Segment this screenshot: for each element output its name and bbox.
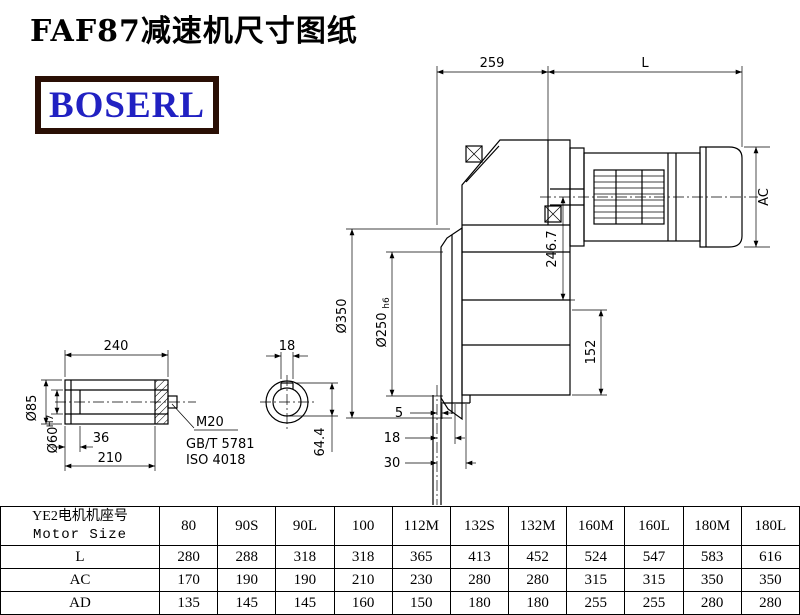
dim-label-30: 30 xyxy=(384,456,401,471)
dim-label-bore-60: Ø60 xyxy=(46,427,61,454)
table-cell: 547 xyxy=(624,545,684,569)
table-cell: 190 xyxy=(217,568,277,592)
dim-label-l: L xyxy=(641,56,649,71)
header-motor-size: YE2电机机座号 Motor Size xyxy=(0,506,160,546)
table-cell: 318 xyxy=(275,545,335,569)
dim-label-240: 240 xyxy=(104,339,129,354)
header-size: 180M xyxy=(682,506,742,546)
table-cell: 315 xyxy=(624,568,684,592)
shaft-end-view: 18 64.4 xyxy=(260,339,338,456)
table-cell: 318 xyxy=(333,545,393,569)
header-size: 132S xyxy=(449,506,510,546)
dim-label-64-4: 64.4 xyxy=(313,428,328,457)
table-row-l: L 280 288 318 318 365 413 452 524 547 58… xyxy=(0,545,800,569)
table-cell: 452 xyxy=(508,545,568,569)
table-cell: 280 xyxy=(158,545,219,569)
table-cell: 280 xyxy=(508,568,568,592)
page-title: FAF87减速机尺寸图纸 xyxy=(30,14,358,49)
row-label: AC xyxy=(0,568,160,592)
table-row-ac: AC 170 190 190 210 230 280 280 315 315 3… xyxy=(0,568,800,592)
table-cell: 616 xyxy=(740,545,800,569)
table-cell: 180 xyxy=(508,591,568,615)
header-size: 80 xyxy=(158,506,219,546)
row-label: AD xyxy=(0,591,160,615)
dim-label-246-7: 246.7 xyxy=(545,230,560,267)
header-size: 180L xyxy=(740,506,800,546)
shaft-detail-view: 240 36 210 Ø85 Ø60 H7 M20 GB/T 5781 xyxy=(25,339,255,471)
table-cell: 280 xyxy=(682,591,742,615)
table-cell: 255 xyxy=(624,591,684,615)
gearbox-side-view xyxy=(432,139,584,505)
dim-label-210: 210 xyxy=(98,451,123,466)
table-cell: 190 xyxy=(275,568,335,592)
dim-label-152: 152 xyxy=(584,340,599,365)
dim-label-bore-tol: H7 xyxy=(46,415,56,428)
table-cell: 350 xyxy=(682,568,742,592)
dim-label-spigot-tol: h6 xyxy=(382,297,392,309)
table-cell: 230 xyxy=(391,568,451,592)
table-cell: 280 xyxy=(449,568,510,592)
side-view-dimensions: 259 L AC Ø350 Ø250 h6 246.7 xyxy=(335,56,772,471)
standard-label-gb: GB/T 5781 xyxy=(186,437,255,452)
logo-text: BOSERL xyxy=(48,84,206,126)
dim-label-ac: AC xyxy=(757,188,772,206)
row-label: L xyxy=(0,545,160,569)
table-cell: 583 xyxy=(682,545,742,569)
table-header-row: YE2电机机座号 Motor Size 80 90S 90L 100 112M … xyxy=(0,506,800,546)
table-cell: 255 xyxy=(566,591,626,615)
dim-label-od-85: Ø85 xyxy=(25,395,40,422)
table-cell: 350 xyxy=(740,568,800,592)
dim-label-5: 5 xyxy=(395,406,403,421)
header-size: 160L xyxy=(624,506,684,546)
table-cell: 315 xyxy=(566,568,626,592)
table-cell: 365 xyxy=(391,545,451,569)
header-size: 112M xyxy=(391,506,451,546)
header-size: 100 xyxy=(333,506,393,546)
table-cell: 145 xyxy=(275,591,335,615)
header-size: 132M xyxy=(508,506,568,546)
motor-side-view xyxy=(540,146,758,248)
dim-label-flange-od: Ø350 xyxy=(335,298,350,333)
boserl-logo: BOSERL xyxy=(35,76,219,134)
header-size: 160M xyxy=(566,506,626,546)
thread-label-m20: M20 xyxy=(196,415,224,430)
table-cell: 145 xyxy=(217,591,277,615)
technical-drawing: 259 L AC Ø350 Ø250 h6 246.7 xyxy=(25,56,772,505)
dim-label-259: 259 xyxy=(480,56,505,71)
header-motor-size-cn: YE2电机机座号 xyxy=(32,509,128,524)
header-size: 90S xyxy=(217,506,277,546)
table-cell: 280 xyxy=(740,591,800,615)
table-cell: 413 xyxy=(449,545,510,569)
motor-size-table: YE2电机机座号 Motor Size 80 90S 90L 100 112M … xyxy=(0,506,800,615)
table-cell: 170 xyxy=(158,568,219,592)
table-cell: 288 xyxy=(217,545,277,569)
standard-label-iso: ISO 4018 xyxy=(186,453,246,468)
dim-label-18-bottom: 18 xyxy=(384,431,401,446)
table-cell: 135 xyxy=(158,591,219,615)
table-cell: 160 xyxy=(333,591,393,615)
dim-label-spigot: Ø250 xyxy=(375,312,390,347)
header-motor-size-en: Motor Size xyxy=(32,527,127,543)
table-cell: 180 xyxy=(449,591,510,615)
table-cell: 210 xyxy=(333,568,393,592)
dim-label-36: 36 xyxy=(93,431,110,446)
table-row-ad: AD 135 145 145 160 150 180 180 255 255 2… xyxy=(0,591,800,615)
table-cell: 150 xyxy=(391,591,451,615)
table-cell: 524 xyxy=(566,545,626,569)
header-size: 90L xyxy=(275,506,335,546)
dim-label-keyway-18: 18 xyxy=(279,339,296,354)
